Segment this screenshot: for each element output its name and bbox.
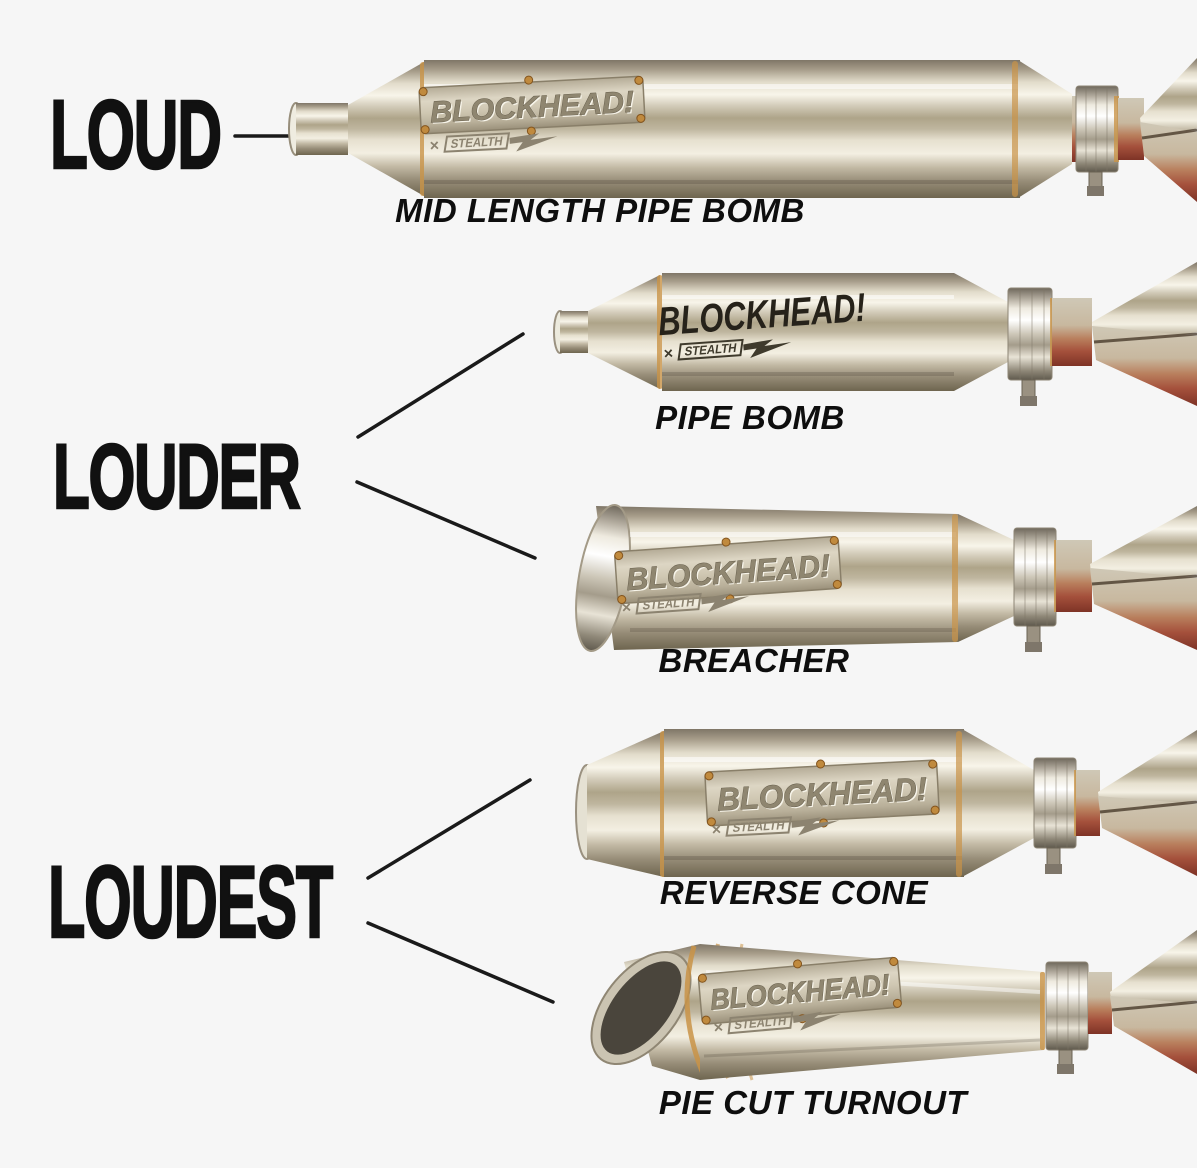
product-caption-reverse-cone: REVERSE CONE bbox=[659, 874, 929, 911]
brand-plate: BLOCKHEAD! BLOCKHEAD! bbox=[418, 75, 646, 136]
lightning-bolt-icon bbox=[791, 817, 840, 836]
lightning-bolt-icon bbox=[701, 593, 750, 612]
lightning-bolt-icon bbox=[792, 1011, 841, 1031]
stealth-logo: × STEALTH bbox=[429, 132, 558, 155]
muffler-body bbox=[288, 60, 1072, 198]
connector-louder-upper-line bbox=[356, 332, 525, 439]
lightning-bolt-icon bbox=[743, 339, 792, 358]
connector-lines bbox=[233, 134, 555, 1004]
product-caption-breacher: BREACHER bbox=[658, 642, 850, 679]
connector-loudest-lower-line bbox=[366, 921, 555, 1004]
clamp bbox=[1045, 961, 1089, 1074]
turnout-opening bbox=[600, 961, 682, 1055]
brand-plate: BLOCKHEAD! BLOCKHEAD! bbox=[614, 535, 842, 605]
connector-loudest-upper-line bbox=[366, 778, 532, 880]
stealth-logo-text: STEALTH bbox=[642, 595, 696, 613]
loudness-label-loudest: LOUDEST bbox=[47, 845, 521, 959]
header-collector bbox=[1088, 930, 1197, 1074]
pipe-illustration-pipe-bomb: BLOCKHEAD! × STEALTH bbox=[553, 262, 1197, 406]
stealth-logo-text: STEALTH bbox=[684, 341, 738, 359]
lightning-bolt-icon bbox=[509, 133, 558, 152]
tack-welds bbox=[704, 759, 940, 828]
brand-plate: BLOCKHEAD! BLOCKHEAD! bbox=[697, 956, 903, 1025]
pipe-illustration-mid-length-pipe-bomb: BLOCKHEAD! BLOCKHEAD! × STEALTH bbox=[288, 58, 1197, 202]
connector-louder-lower-line bbox=[355, 480, 537, 560]
product-caption-pie-cut-turnout: PIE CUT TURNOUT bbox=[658, 1084, 968, 1121]
clamp bbox=[1075, 85, 1119, 196]
product-caption-mid-length-pipe-bomb: MID LENGTH PIPE BOMB bbox=[395, 192, 805, 229]
loudness-label-text: LOUDEST bbox=[47, 845, 334, 959]
pipe-illustration-pie-cut-turnout: BLOCKHEAD! BLOCKHEAD! × STEALTH bbox=[590, 930, 1197, 1081]
collab-x-mark: × bbox=[663, 345, 674, 363]
pipe-illustration-reverse-cone: BLOCKHEAD! BLOCKHEAD! × STEALTH bbox=[575, 729, 1197, 877]
header-collector bbox=[1050, 262, 1197, 406]
collab-x-mark: × bbox=[713, 1019, 724, 1037]
stealth-logo-text: STEALTH bbox=[732, 818, 786, 835]
header-collector bbox=[1114, 58, 1197, 202]
loudness-label-louder: LOUDER bbox=[52, 426, 429, 528]
stealth-logo-text: STEALTH bbox=[734, 1014, 788, 1033]
pipe-illustration-breacher: BLOCKHEAD! BLOCKHEAD! × STEALTH bbox=[575, 504, 1197, 652]
collab-x-mark: × bbox=[711, 822, 721, 839]
loudness-label-loud: LOUD bbox=[49, 80, 317, 189]
collab-x-mark: × bbox=[429, 138, 439, 155]
stealth-logo: × STEALTH bbox=[663, 338, 792, 363]
loudness-label-text: LOUDER bbox=[52, 426, 302, 528]
clamp bbox=[1033, 757, 1077, 874]
stealth-logo: × STEALTH bbox=[621, 592, 750, 617]
stealth-logo-text: STEALTH bbox=[450, 134, 504, 151]
tack-welds bbox=[418, 75, 646, 136]
product-caption-pipe-bomb: PIPE BOMB bbox=[655, 399, 845, 436]
muffler-body bbox=[553, 273, 1008, 391]
header-collector bbox=[1054, 506, 1197, 650]
loudness-label-text: LOUD bbox=[49, 80, 223, 189]
collab-x-mark: × bbox=[621, 599, 632, 617]
brand-plate: BLOCKHEAD! BLOCKHEAD! bbox=[704, 759, 940, 828]
clamp bbox=[1013, 527, 1057, 652]
stealth-logo: × STEALTH bbox=[713, 1011, 841, 1037]
stealth-logo: × STEALTH bbox=[711, 816, 840, 839]
clamp bbox=[1007, 287, 1053, 406]
header-collector bbox=[1074, 730, 1197, 876]
